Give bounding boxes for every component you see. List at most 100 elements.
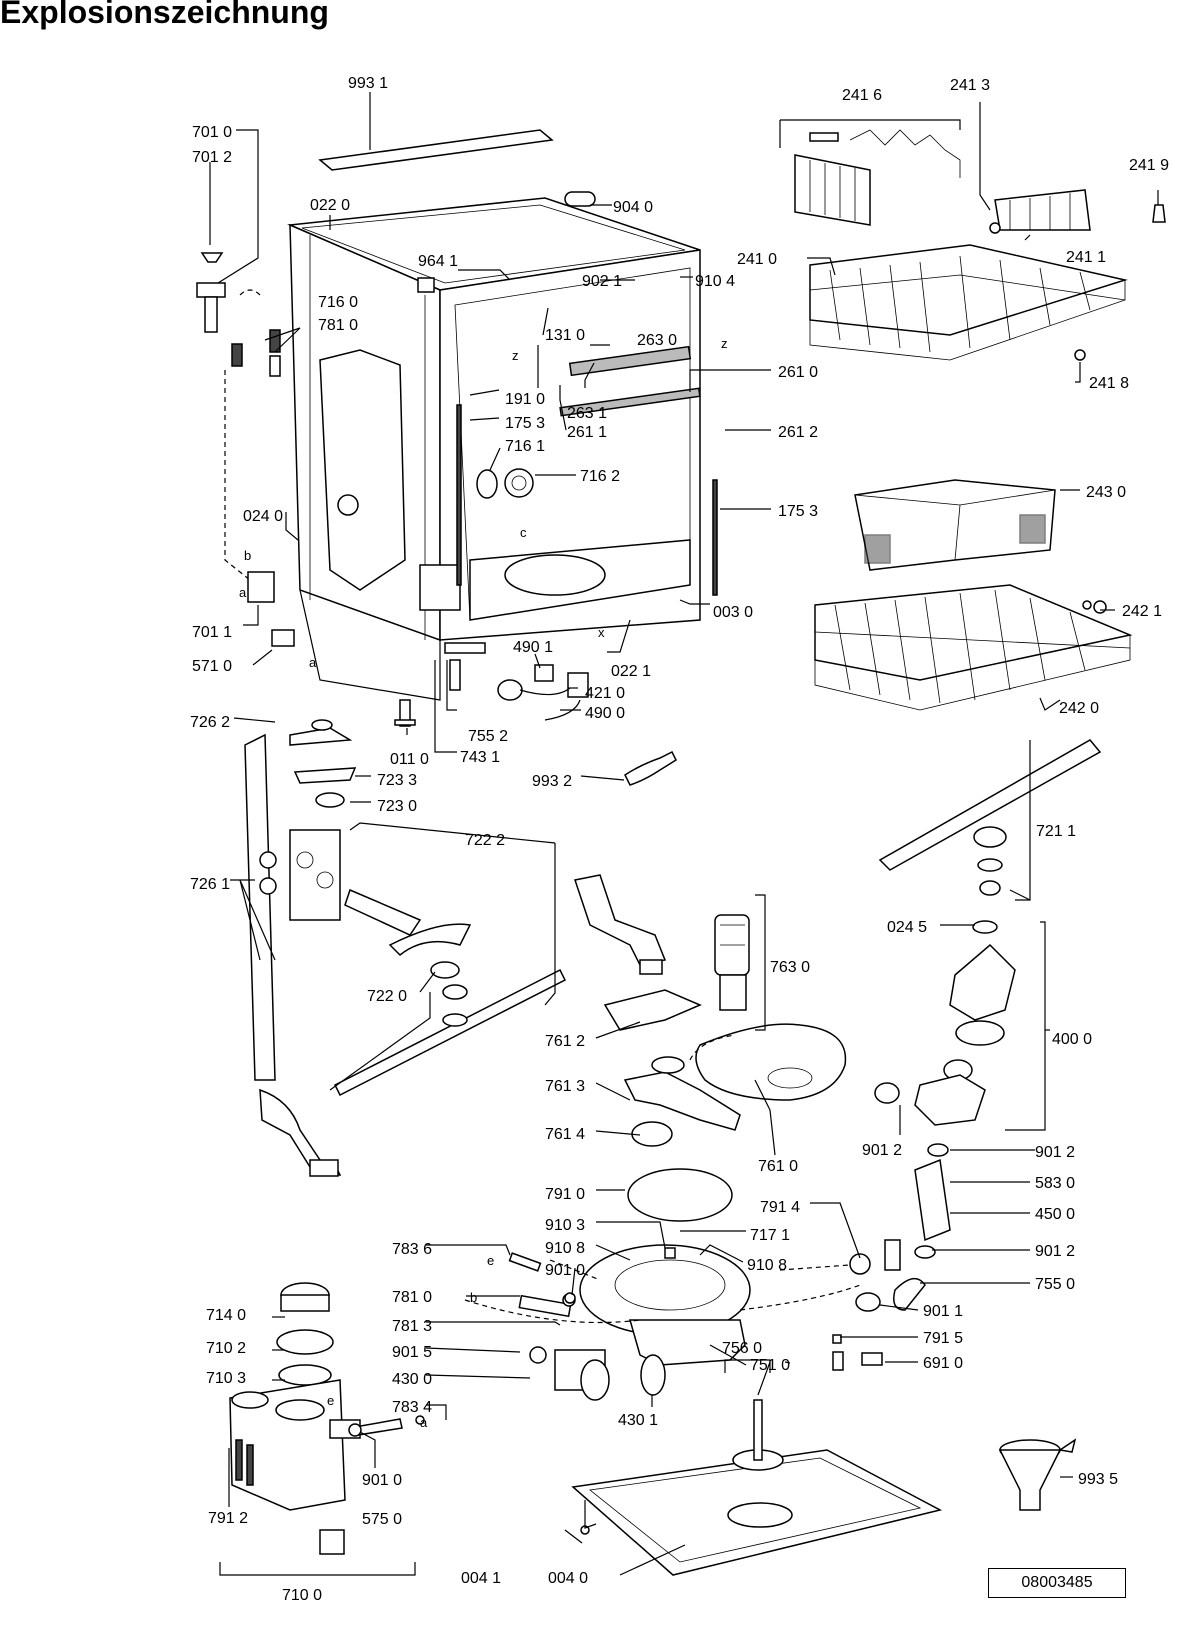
label-571-0: 571 0 bbox=[192, 658, 232, 675]
spray-arm-left-system bbox=[244, 719, 567, 1177]
top-seal-strip bbox=[318, 129, 554, 171]
label-964-1: 964 1 bbox=[418, 253, 458, 270]
label-701-0: 701 0 bbox=[192, 124, 232, 141]
label-024-0: 024 0 bbox=[243, 508, 283, 525]
water-softener bbox=[229, 1282, 425, 1555]
label-781-3: 781 3 bbox=[392, 1318, 432, 1335]
label-781-0-top: 781 0 bbox=[318, 317, 358, 334]
label-722-2: 722 2 bbox=[465, 832, 505, 849]
label-243-0: 243 0 bbox=[1086, 484, 1126, 501]
marker-b-upper: b bbox=[244, 548, 251, 563]
label-721-1: 721 1 bbox=[1036, 823, 1076, 840]
circulation-pump bbox=[832, 920, 1016, 1371]
label-761-4: 761 4 bbox=[545, 1126, 585, 1143]
inlet-hose-parts bbox=[196, 252, 295, 647]
label-011-0: 011 0 bbox=[390, 751, 429, 768]
electrical-parts bbox=[394, 642, 589, 727]
label-791-2: 791 2 bbox=[208, 1510, 248, 1527]
label-022-1: 022 1 bbox=[611, 663, 651, 680]
label-716-2: 716 2 bbox=[580, 468, 620, 485]
label-901-1: 901 1 bbox=[923, 1303, 963, 1320]
label-763-0: 763 0 bbox=[770, 959, 810, 976]
label-175-3-right: 175 3 bbox=[778, 503, 818, 520]
salt-funnel bbox=[998, 1438, 1077, 1511]
label-791-0: 791 0 bbox=[545, 1186, 585, 1203]
label-241-3: 241 3 bbox=[950, 77, 990, 94]
label-761-0: 761 0 bbox=[758, 1158, 798, 1175]
label-901-2-left: 901 2 bbox=[862, 1142, 902, 1159]
label-714-0: 714 0 bbox=[206, 1307, 246, 1324]
label-717-1: 717 1 bbox=[750, 1227, 790, 1244]
label-726-1: 726 1 bbox=[190, 876, 230, 893]
label-131-0: 131 0 bbox=[545, 327, 585, 344]
label-710-0: 710 0 bbox=[282, 1587, 322, 1604]
label-902-1: 902 1 bbox=[582, 273, 622, 290]
dishwasher-tub bbox=[287, 191, 718, 701]
label-242-0: 242 0 bbox=[1059, 700, 1099, 717]
label-755-0: 755 0 bbox=[1035, 1276, 1075, 1293]
marker-e-lower: e bbox=[327, 1393, 334, 1408]
label-430-0: 430 0 bbox=[392, 1371, 432, 1388]
label-691-0: 691 0 bbox=[923, 1355, 963, 1372]
lower-basket bbox=[814, 584, 1133, 711]
label-755-2: 755 2 bbox=[468, 728, 508, 745]
label-701-1: 701 1 bbox=[192, 624, 232, 641]
label-241-6: 241 6 bbox=[842, 87, 882, 104]
wrench-tool bbox=[624, 750, 677, 786]
label-761-3: 761 3 bbox=[545, 1078, 585, 1095]
upper-basket bbox=[794, 129, 1166, 361]
upper-spray-arm bbox=[878, 739, 1102, 896]
marker-a-lower: a bbox=[309, 655, 317, 670]
label-263-0: 263 0 bbox=[637, 332, 677, 349]
label-910-8-right: 910 8 bbox=[747, 1257, 787, 1274]
document-number-box: 08003485 bbox=[988, 1568, 1126, 1598]
label-490-0: 490 0 bbox=[585, 705, 625, 722]
label-901-5: 901 5 bbox=[392, 1344, 432, 1361]
label-993-1: 993 1 bbox=[348, 75, 388, 92]
label-261-0: 261 0 bbox=[778, 364, 818, 381]
position-markers: a b a c x z z e b e a bbox=[239, 336, 728, 1430]
label-901-0-center: 901 0 bbox=[545, 1262, 585, 1279]
label-901-2-upper: 901 2 bbox=[1035, 1144, 1075, 1161]
page-title: Explosionszeichnung bbox=[0, 0, 329, 30]
sump-assembly bbox=[508, 1168, 751, 1401]
label-024-5: 024 5 bbox=[887, 919, 927, 936]
label-583-0: 583 0 bbox=[1035, 1175, 1075, 1192]
label-910-8-left: 910 8 bbox=[545, 1240, 585, 1257]
label-751-0: 751 0 bbox=[750, 1357, 790, 1374]
label-242-1: 242 1 bbox=[1122, 603, 1162, 620]
document-number: 08003485 bbox=[1021, 1574, 1093, 1591]
label-490-1: 490 1 bbox=[513, 639, 553, 656]
label-716-0: 716 0 bbox=[318, 294, 358, 311]
base-plate bbox=[571, 1399, 943, 1576]
marker-z-left: z bbox=[512, 348, 519, 363]
marker-c: c bbox=[520, 525, 527, 540]
label-791-5: 791 5 bbox=[923, 1330, 963, 1347]
label-004-0: 004 0 bbox=[548, 1570, 588, 1587]
label-722-0: 722 0 bbox=[367, 988, 407, 1005]
label-241-1: 241 1 bbox=[1066, 249, 1106, 266]
label-261-2: 261 2 bbox=[778, 424, 818, 441]
label-450-0: 450 0 bbox=[1035, 1206, 1075, 1223]
label-901-0-lower: 901 0 bbox=[362, 1472, 402, 1489]
label-756-0: 756 0 bbox=[722, 1340, 762, 1357]
label-910-4: 910 4 bbox=[695, 273, 735, 290]
label-901-2-lower: 901 2 bbox=[1035, 1243, 1075, 1260]
label-726-2: 726 2 bbox=[190, 714, 230, 731]
marker-x: x bbox=[598, 625, 605, 640]
cutlery-basket bbox=[854, 479, 1056, 571]
label-710-2: 710 2 bbox=[206, 1340, 246, 1357]
label-910-3: 910 3 bbox=[545, 1217, 585, 1234]
label-430-1: 430 1 bbox=[618, 1412, 658, 1429]
leader-lines bbox=[209, 92, 1159, 1576]
label-701-2: 701 2 bbox=[192, 149, 232, 166]
label-743-1: 743 1 bbox=[460, 749, 500, 766]
label-791-4: 791 4 bbox=[760, 1199, 800, 1216]
label-241-9: 241 9 bbox=[1129, 157, 1169, 174]
label-781-0-bottom: 781 0 bbox=[392, 1289, 432, 1306]
label-716-1: 716 1 bbox=[505, 438, 545, 455]
label-400-0: 400 0 bbox=[1052, 1031, 1092, 1048]
label-904-0: 904 0 bbox=[613, 199, 653, 216]
marker-a-right: a bbox=[420, 1415, 428, 1430]
